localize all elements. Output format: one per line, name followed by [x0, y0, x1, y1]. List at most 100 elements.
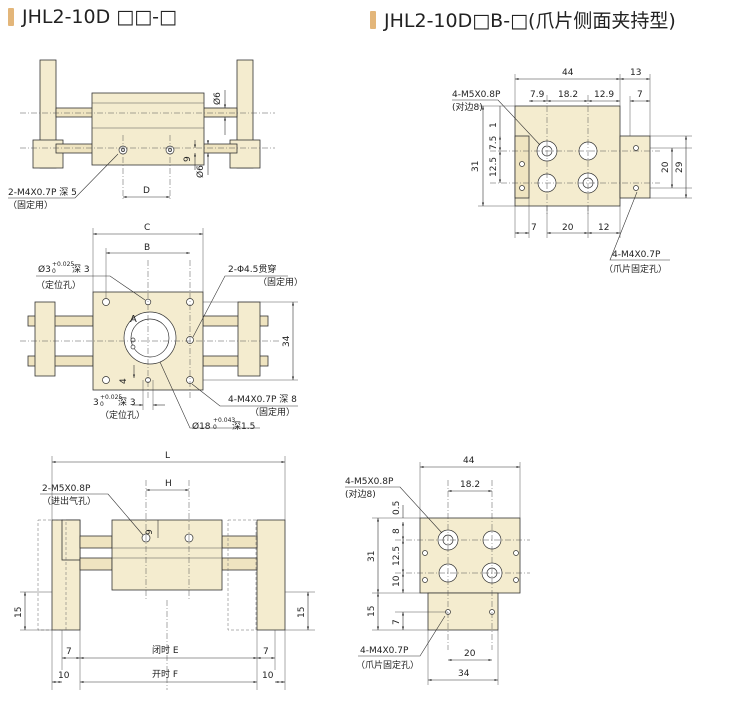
dim-20-right: 20 [661, 161, 671, 173]
dim-12-5-b: 12.5 [392, 546, 402, 566]
view-side-top: Ø6 9 Ø6 D 2-M4X0.7P 深 5 （固定用） [8, 59, 275, 211]
tap-sub: （爪片固定孔） [604, 263, 667, 275]
dim-8-b: 8 [392, 528, 402, 534]
title-marker [8, 8, 14, 26]
dim-7-9: 7.9 [530, 90, 545, 100]
dim-7-top: 7 [637, 90, 643, 100]
slot-tol0: 0 [100, 401, 104, 408]
dim-12-bot: 12 [598, 223, 609, 233]
title-left: JHL2-10D □□-□ [8, 6, 177, 28]
bore-note-main: Ø3 [38, 264, 51, 275]
dim-31: 31 [471, 161, 481, 172]
view-plan-middle: C B 34 Ø3 +0.025 0 深 3 （定位孔） 2-Φ4.5贯穿 （固… [20, 223, 303, 432]
jaw-plate-bottom [427, 592, 499, 631]
tap-sub-b: （爪片固定孔） [356, 659, 419, 671]
title-marker [370, 10, 376, 29]
closed-label: 闭时 E [152, 644, 179, 656]
port-note-b: 4-M5X0.8P [345, 477, 394, 487]
bore-note-tol: +0.025 [52, 261, 74, 268]
thru-sub: （固定用） [258, 276, 303, 288]
dim-44-b: 44 [463, 456, 475, 466]
dim-7-b: 7 [392, 619, 402, 625]
counter-depth: 深1.5 [232, 421, 255, 432]
thru-note: 2-Φ4.5贯穿 [228, 263, 276, 275]
slot-sub: （定位孔） [100, 409, 145, 421]
dim-10-right: 10 [262, 671, 274, 681]
dim-15-left: 15 [14, 607, 24, 618]
dim-18-2: 18.2 [558, 90, 578, 100]
label-A: A [130, 314, 137, 325]
dim-15-right: 15 [297, 607, 307, 618]
title-left-text: JHL2-10D □□-□ [22, 6, 177, 28]
dim-B: B [144, 243, 150, 253]
slot-main: 3 [93, 398, 99, 408]
view-front-jaw-bottom: 44 18.2 4-M5X0.8P (对边8) 31 15 0.5 8 12.5… [345, 456, 530, 685]
bore-sub: （定位孔） [36, 279, 81, 291]
body-front-right [419, 517, 521, 594]
counter-main: Ø18 [192, 421, 211, 432]
port-sub: （进出气孔） [42, 495, 96, 507]
dim-dia6-top: Ø6 [212, 92, 223, 105]
dim-C: C [144, 223, 150, 233]
port-note: 2-M5X0.8P [42, 484, 91, 494]
dim-12-9: 12.9 [594, 90, 614, 100]
jaw-tap [633, 185, 639, 191]
right-jaw-plan [237, 301, 261, 377]
dim-H: H [165, 479, 172, 489]
dim-20-b: 20 [464, 649, 476, 659]
dim-13: 13 [630, 68, 641, 78]
dim-20-bot: 20 [562, 223, 574, 233]
dim-D: D [143, 186, 150, 196]
dim-12-5: 12.5 [489, 157, 499, 177]
counter-tol0: 0 [213, 424, 217, 431]
dim-10-b: 10 [392, 575, 402, 587]
dim-10-left: 10 [58, 671, 70, 681]
dim-34: 34 [282, 335, 292, 347]
tap-hole [102, 298, 110, 306]
tap-hole [102, 376, 110, 384]
title-right-text: JHL2-10D□B-□(爪片侧面夹持型) [384, 10, 676, 32]
bore-note-tol0: 0 [52, 268, 56, 275]
dim-L: L [165, 451, 170, 461]
view-side-jaw-top: 44 13 7 7.9 18.2 12.9 4-M5X0.8P (对边8) 31… [452, 68, 692, 275]
thread-sub: （固定用） [8, 199, 53, 211]
dim-29: 29 [675, 161, 685, 173]
dim-31-b: 31 [367, 551, 377, 562]
slot-tol: +0.025 [100, 394, 122, 401]
open-label: 开时 F [152, 668, 178, 680]
dim-dia6-bottom: Ø6 [195, 165, 206, 178]
dim-34-b: 34 [458, 669, 470, 679]
port-sub-b: (对边8) [345, 488, 376, 500]
dim-0-5: 0.5 [392, 501, 402, 515]
title-right: JHL2-10D□B-□(爪片侧面夹持型) [370, 6, 676, 33]
view-front-bottom: L H 2-M5X0.8P （进出气孔） 9 15 15 7 7 闭时 E 10 [14, 451, 315, 690]
jaw-tap [519, 161, 525, 167]
tap-note: 4-M4X0.7P 深 8 [228, 394, 297, 405]
dim-4: 4 [119, 378, 129, 384]
dim-7-bot: 7 [531, 223, 537, 233]
dim-7-5: 7.5 [489, 136, 499, 150]
dim-7-left: 7 [66, 647, 72, 657]
dim-9: 9 [145, 529, 155, 535]
body-front [111, 519, 223, 591]
body-side [514, 105, 621, 207]
dim-18-2-b: 18.2 [460, 480, 480, 490]
tap-note: 4-M4X0.7P [612, 250, 661, 260]
port-note: 4-M5X0.8P [452, 90, 501, 100]
dim-9: 9 [183, 156, 193, 162]
thread-note: 2-M4X0.7P 深 5 [8, 187, 77, 198]
jaw-tap [519, 185, 525, 191]
body [91, 92, 205, 166]
dim-1: 1 [489, 122, 499, 128]
port-sub: (对边8) [452, 101, 483, 113]
dim-7-right: 7 [263, 647, 269, 657]
dim-15-b: 15 [367, 606, 377, 617]
bore-note-depth: 深 3 [72, 264, 90, 275]
tap-sub: （固定用） [250, 406, 295, 418]
tap-note-b: 4-M4X0.7P [360, 646, 409, 656]
left-jaw-plan [34, 301, 56, 377]
slot-depth: 深 3 [118, 397, 136, 408]
dim-44: 44 [562, 68, 574, 78]
jaw-tap [633, 145, 639, 151]
